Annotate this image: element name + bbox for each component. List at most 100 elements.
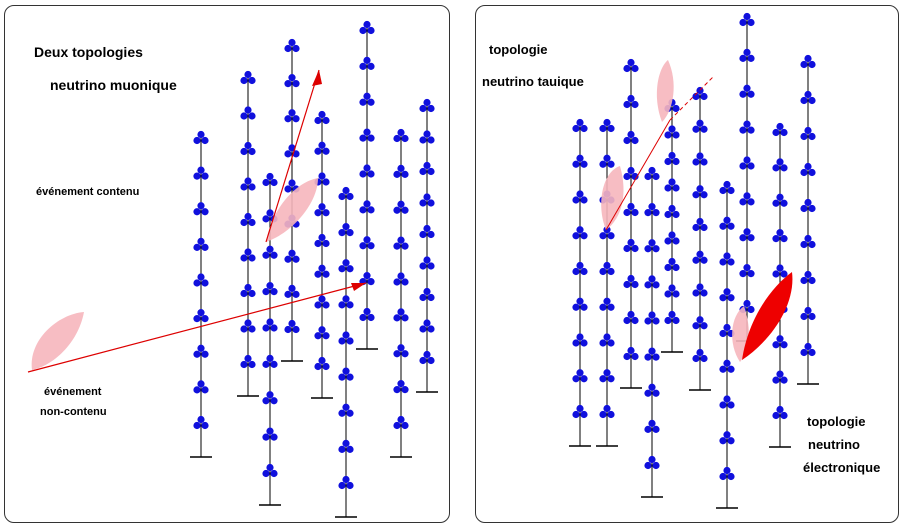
optical-module — [240, 319, 256, 333]
panel-right — [475, 5, 899, 523]
optical-module — [314, 110, 330, 125]
optical-module — [572, 369, 588, 383]
optical-module — [359, 92, 375, 106]
optical-module — [193, 344, 209, 358]
optical-module — [359, 164, 375, 178]
optical-module — [800, 270, 816, 285]
cone-noncontained — [31, 312, 84, 370]
optical-module — [623, 58, 639, 73]
optical-module — [719, 466, 735, 481]
optical-module — [262, 318, 278, 332]
optical-module — [262, 245, 278, 259]
optical-module — [338, 367, 354, 381]
optical-module — [664, 151, 680, 166]
optical-module — [193, 202, 209, 216]
optical-module — [800, 126, 816, 141]
optical-module — [240, 70, 256, 85]
track-noncontained — [27, 282, 367, 373]
cone-electron-dark — [742, 272, 793, 360]
optical-module — [193, 237, 209, 251]
optical-module — [772, 229, 788, 243]
optical-module — [393, 344, 409, 358]
optical-module — [419, 319, 435, 333]
cone-contained — [266, 178, 318, 242]
optical-module — [572, 297, 588, 311]
optical-module — [359, 20, 375, 35]
optical-module — [359, 128, 375, 142]
optical-module — [719, 216, 735, 230]
optical-module — [572, 154, 588, 168]
optical-module — [314, 203, 330, 217]
detector-string — [190, 130, 212, 458]
optical-module — [692, 217, 708, 232]
optical-module — [419, 98, 435, 113]
optical-module — [644, 239, 660, 253]
optical-module — [338, 331, 354, 345]
optical-module — [772, 158, 788, 172]
optical-module — [240, 212, 256, 227]
optical-module — [599, 226, 615, 240]
detector-string — [416, 98, 438, 393]
optical-module — [599, 261, 615, 276]
optical-module — [664, 231, 680, 245]
optical-module — [692, 250, 708, 264]
optical-module — [393, 380, 409, 394]
optical-module — [262, 172, 278, 187]
panel-left — [4, 5, 450, 523]
label-tau-line2: neutrino tauique — [482, 74, 584, 89]
optical-module — [664, 125, 680, 139]
optical-module — [644, 275, 660, 289]
optical-module — [359, 236, 375, 250]
optical-module — [262, 463, 278, 478]
optical-module — [623, 310, 639, 325]
detector-string — [620, 58, 642, 389]
detector-string — [237, 70, 259, 397]
label-noncontained-line1: événement — [44, 386, 102, 398]
optical-module — [623, 346, 639, 361]
optical-module — [800, 198, 816, 213]
optical-module — [338, 186, 354, 201]
optical-module — [419, 350, 435, 365]
optical-module — [359, 56, 375, 70]
detector-string — [311, 110, 333, 399]
optical-module — [664, 257, 680, 272]
cone-tau-second — [656, 60, 674, 122]
detector-string — [716, 180, 738, 509]
optical-module — [240, 177, 256, 191]
optical-module — [599, 118, 615, 133]
optical-module — [419, 256, 435, 270]
optical-module — [193, 309, 209, 323]
optical-module — [623, 166, 639, 181]
optical-module — [772, 122, 788, 137]
optical-module — [739, 156, 755, 170]
optical-module — [338, 403, 354, 417]
optical-module — [644, 383, 660, 397]
optical-module — [393, 128, 409, 143]
track-tau — [605, 119, 671, 231]
optical-module — [623, 274, 639, 289]
optical-module — [664, 204, 680, 219]
optical-module — [314, 141, 330, 155]
optical-module — [262, 282, 278, 296]
optical-module — [772, 370, 788, 384]
optical-module — [419, 161, 435, 176]
optical-module — [393, 308, 409, 322]
optical-module — [572, 333, 588, 347]
optical-module — [739, 84, 755, 98]
optical-module — [772, 405, 788, 420]
optical-module — [314, 233, 330, 248]
optical-module — [692, 152, 708, 166]
optical-module — [284, 74, 300, 88]
optical-module — [338, 223, 354, 237]
optical-module — [284, 284, 300, 298]
optical-module — [419, 224, 435, 239]
optical-module — [572, 261, 588, 276]
arrowhead-contained — [312, 70, 322, 86]
optical-module — [623, 94, 639, 109]
label-noncontained-line2: non-contenu — [40, 406, 107, 418]
detector-string — [596, 118, 618, 447]
detector-string — [797, 54, 819, 385]
detector-string — [661, 98, 683, 353]
optical-module — [572, 190, 588, 204]
